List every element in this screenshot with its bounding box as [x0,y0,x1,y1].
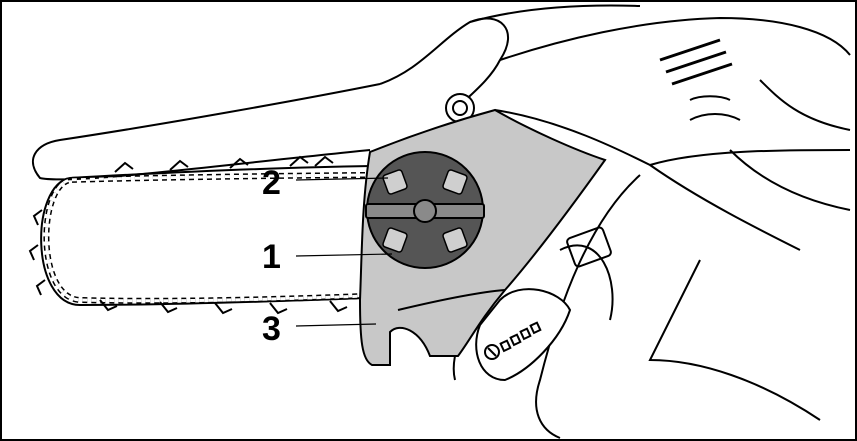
callout-leaders [295,177,393,327]
callout-leader-2 [295,177,389,181]
callout-leader-3 [295,323,377,327]
callout-number-1: 1 [262,238,281,276]
pivot-bolt [445,93,475,123]
callout-number-2: 2 [262,164,281,202]
side-cover-edge [397,289,506,311]
saw-chain [28,155,366,315]
handle-grip [475,226,614,382]
callout-number-3: 3 [262,310,281,348]
tensioner-knob [365,151,485,269]
guide-bar [31,83,381,307]
callout-leader-1 [295,253,393,257]
